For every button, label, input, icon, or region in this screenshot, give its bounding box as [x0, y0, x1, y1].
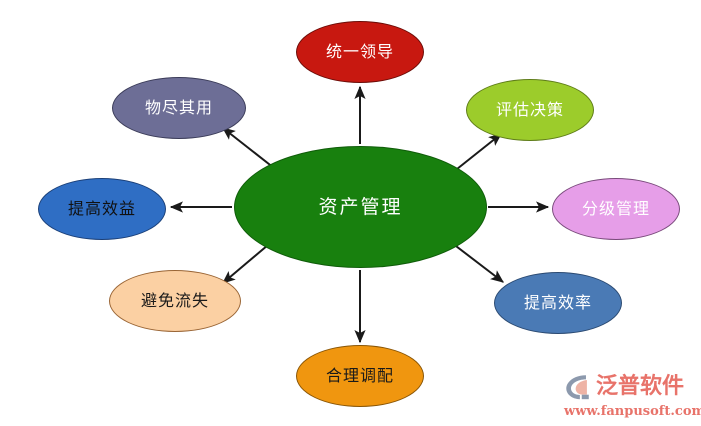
node-ping-gu-jue-ce[interactable]: 评估决策: [466, 79, 594, 141]
node-ti-gao-xiao-yi[interactable]: 提高效益: [38, 178, 166, 240]
node-label: 合理调配: [325, 366, 394, 385]
node-label: 避免流失: [140, 291, 209, 310]
node-tong-yi-ling-dao[interactable]: 统一领导: [296, 21, 424, 83]
node-label: 提高效益: [67, 199, 136, 218]
watermark: 泛普软件 www.fanpusoft.com: [563, 368, 701, 422]
node-wu-jin-qi-yong[interactable]: 物尽其用: [112, 77, 246, 139]
watermark-url-text: www.fanpusoft.com: [564, 404, 701, 419]
fanpu-swoosh-logo-icon: [566, 375, 589, 400]
node-label: 分级管理: [581, 199, 650, 218]
node-bi-mian-liu-shi[interactable]: 避免流失: [109, 270, 241, 332]
node-ti-gao-xiao-lv[interactable]: 提高效率: [494, 272, 622, 334]
connector-center-to-upper-left: [222, 127, 275, 169]
connector-center-to-lower-left: [222, 244, 269, 284]
node-label: 统一领导: [325, 42, 394, 61]
node-zi-chan-guan-li-center[interactable]: 资产管理: [234, 146, 487, 268]
connector-center-to-lower-right: [451, 242, 504, 283]
node-label: 评估决策: [495, 100, 564, 119]
watermark-brand-text: 泛普软件: [596, 374, 685, 399]
node-he-li-diao-pei[interactable]: 合理调配: [296, 345, 424, 407]
connector-center-to-upper-right: [451, 133, 502, 174]
node-fen-ji-guan-li[interactable]: 分级管理: [552, 178, 680, 240]
watermark-brand-row: 泛普软件: [563, 371, 684, 403]
node-label: 提高效率: [523, 293, 592, 312]
node-label: 物尽其用: [144, 98, 213, 117]
center-node-label: 资产管理: [318, 195, 403, 218]
